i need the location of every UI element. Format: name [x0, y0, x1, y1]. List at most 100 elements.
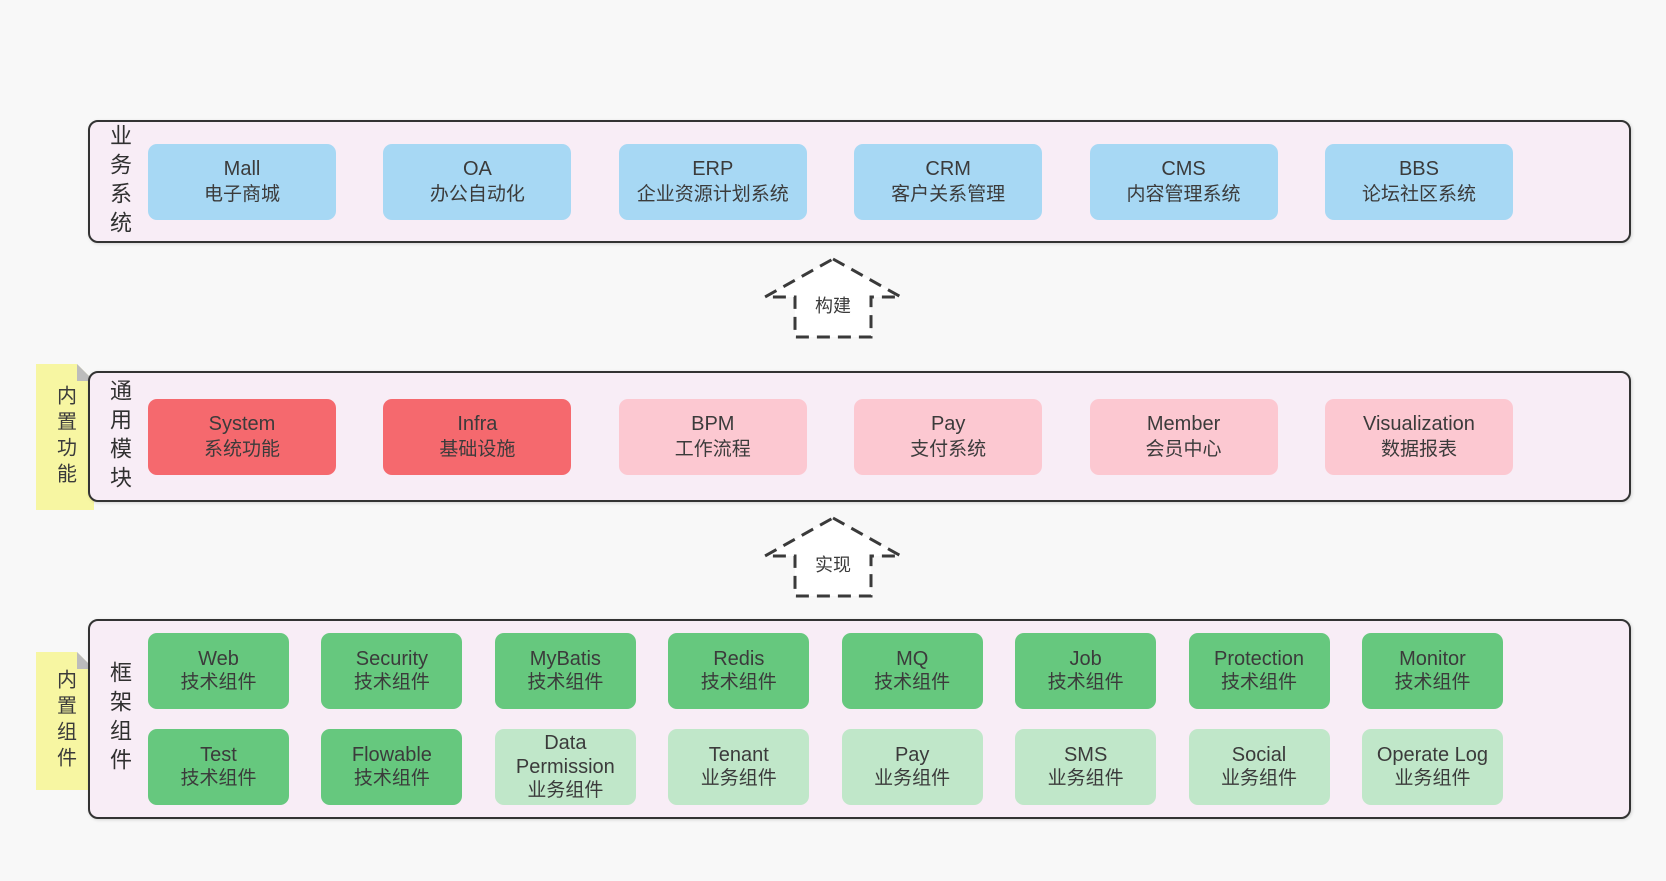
- box-subtitle: 技术组件: [527, 672, 604, 693]
- box-title: CMS: [1161, 158, 1206, 180]
- box-subtitle: 技术组件: [353, 672, 430, 693]
- box-title: SMS: [1063, 744, 1108, 766]
- box-subtitle: 客户关系管理: [891, 184, 1006, 205]
- box-title: Pay: [894, 744, 930, 766]
- box-row: Mall 电子商城 OA 办公自动化 ERP 企业资源计划系统 CRM 客户关系管理 CMS 内容…: [148, 143, 1513, 220]
- panel-business-systems: 业务系统 Mall 电子商城 OA 办公自动化 ERP 企业资源计划系统 CRM 客户关系管理…: [88, 120, 1631, 243]
- box-subtitle: 业务组件: [1047, 768, 1124, 789]
- box-subtitle: 技术组件: [180, 672, 257, 693]
- box-title: Monitor: [1399, 648, 1466, 670]
- box-title: Job: [1069, 648, 1102, 670]
- panel-common-modules: 通用模块 System 系统功能 Infra 基础设施 BPM 工作流程 Pay 支付系统 Me…: [88, 371, 1631, 502]
- box-subtitle: 技术组件: [180, 768, 257, 789]
- box-pay: Pay 支付系统: [854, 398, 1043, 475]
- sticky-note-label: 内置组件: [53, 669, 76, 773]
- box-title: Member: [1146, 413, 1221, 435]
- box-subtitle: 电子商城: [203, 184, 280, 205]
- panel-business-systems-label: 业务系统: [107, 123, 132, 240]
- box-infra: Infra 基础设施: [383, 398, 572, 475]
- box-system: System 系统功能: [148, 398, 336, 475]
- box-subtitle: 企业资源计划系统: [636, 184, 789, 205]
- box-subtitle: 工作流程: [674, 439, 751, 460]
- box-row: System 系统功能 Infra 基础设施 BPM 工作流程 Pay 支付系统 Member 会…: [148, 398, 1513, 475]
- box-title: BPM: [691, 413, 735, 435]
- box-subtitle: 支付系统: [910, 439, 987, 460]
- box-title: OA: [462, 158, 492, 180]
- box-title: Test: [200, 744, 237, 766]
- box-subtitle: 技术组件: [700, 672, 777, 693]
- box-crm: CRM 客户关系管理: [854, 143, 1043, 220]
- box-bpm: BPM 工作流程: [618, 398, 807, 475]
- box-title: Protection: [1214, 648, 1305, 670]
- box-subtitle: 会员中心: [1145, 439, 1222, 460]
- box-subtitle: 技术组件: [1047, 672, 1124, 693]
- box-visualization: Visualization 数据报表: [1324, 398, 1513, 475]
- box-title: Redis: [713, 648, 765, 670]
- box-subtitle: 技术组件: [1394, 672, 1471, 693]
- box-cms: CMS 内容管理系统: [1089, 143, 1278, 220]
- sticky-note-label: 内置功能: [53, 385, 76, 489]
- box-title: Pay: [930, 413, 966, 435]
- box-title: Web: [198, 648, 239, 670]
- implement-arrow: 实现: [762, 515, 904, 599]
- box-subtitle: 内容管理系统: [1126, 184, 1241, 205]
- box-subtitle: 基础设施: [439, 439, 516, 460]
- box-title: Infra: [457, 413, 498, 435]
- box-subtitle: 业务组件: [1221, 768, 1298, 789]
- panel-common-modules-label: 通用模块: [107, 378, 132, 495]
- box-subtitle: 业务组件: [874, 768, 951, 789]
- box-oa: OA 办公自动化: [383, 143, 572, 220]
- box-title: Tenant: [708, 744, 769, 766]
- box-subtitle: 数据报表: [1380, 439, 1457, 460]
- build-arrow: 构建: [762, 256, 904, 340]
- box-title: CRM: [925, 158, 971, 180]
- box-title: Visualization: [1362, 413, 1475, 435]
- box-subtitle: 业务组件: [527, 780, 604, 801]
- panel-business-systems-rows: Mall 电子商城 OA 办公自动化 ERP 企业资源计划系统 CRM 客户关系管理 CMS 内容…: [148, 122, 1629, 241]
- sticky-note-builtin-components: 内置组件: [36, 652, 94, 790]
- box-subtitle: 办公自动化: [429, 184, 525, 205]
- box-subtitle: 技术组件: [353, 768, 430, 789]
- box-title: MQ: [896, 648, 929, 670]
- box-subtitle: 技术组件: [874, 672, 951, 693]
- implement-arrow-label: 实现: [812, 551, 854, 577]
- box-title: BBS: [1398, 158, 1439, 180]
- box-subtitle: 系统功能: [203, 439, 280, 460]
- box-subtitle: 业务组件: [700, 768, 777, 789]
- box-title: Social: [1231, 744, 1287, 766]
- box-title: Operate Log: [1376, 744, 1489, 766]
- box-title: MyBatis: [529, 648, 601, 670]
- box-title: Mall: [223, 158, 261, 180]
- panel-common-modules-rows: System 系统功能 Infra 基础设施 BPM 工作流程 Pay 支付系统 Member 会…: [148, 373, 1629, 500]
- box-title: System: [208, 413, 276, 435]
- box-subtitle: 技术组件: [1221, 672, 1298, 693]
- build-arrow-label: 构建: [812, 292, 854, 318]
- panel-framework-components-label: 框架组件: [107, 661, 132, 777]
- box-title: ERP: [692, 158, 734, 180]
- box-title: Flowable: [351, 744, 432, 766]
- box-subtitle: 业务组件: [1394, 768, 1471, 789]
- box-title: Data Permission: [515, 732, 615, 778]
- box-member: Member 会员中心: [1089, 398, 1278, 475]
- box-erp: ERP 企业资源计划系统: [618, 143, 807, 220]
- box-title: Security: [355, 648, 429, 670]
